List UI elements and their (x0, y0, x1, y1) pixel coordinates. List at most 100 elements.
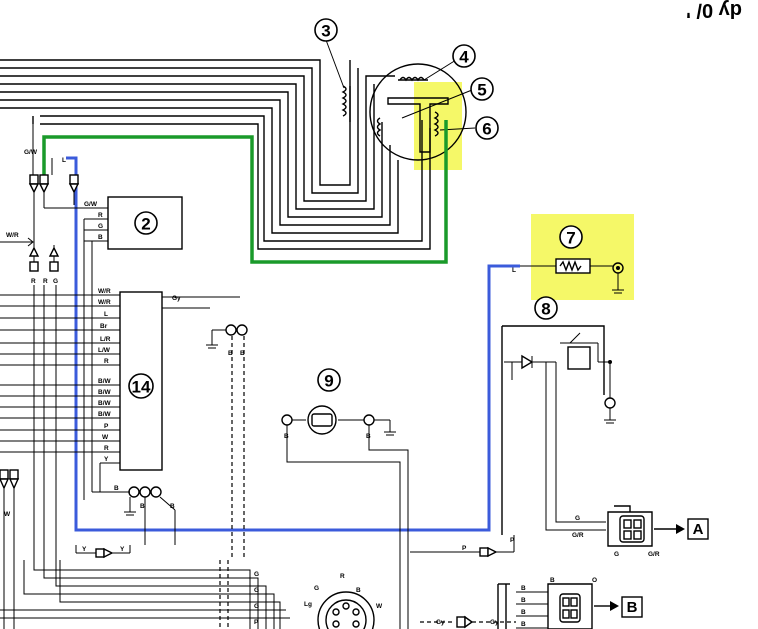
svg-text:5: 5 (477, 81, 486, 100)
round-connector-bottom: G R B Lg W (304, 573, 383, 629)
svg-text:R: R (43, 278, 48, 285)
svg-text:7: 7 (566, 229, 575, 248)
component-8: 8 (501, 296, 616, 535)
svg-text:G: G (98, 223, 103, 230)
component-14-box (119, 291, 163, 471)
svg-text:R: R (104, 445, 109, 452)
svg-text:B: B (521, 585, 526, 592)
svg-text:B: B (114, 485, 119, 492)
svg-text:G: G (53, 278, 58, 285)
highlight-7 (531, 214, 634, 300)
svg-text:B: B (98, 234, 103, 241)
connector-a: G G/R G G/R A (572, 505, 709, 558)
svg-text:B: B (170, 503, 175, 510)
label-l-top: L (62, 157, 66, 164)
leader-3 (325, 39, 345, 89)
svg-text:G: G (254, 603, 259, 610)
component-7: 7 L (512, 225, 624, 294)
svg-text:P: P (462, 545, 467, 552)
green-wire (42, 120, 448, 264)
callout-5: 5 (470, 77, 494, 101)
lower-wire-bundle: G G G P (0, 300, 290, 629)
svg-text:G: G (254, 587, 259, 594)
connector-14-bottom: B B B (92, 463, 176, 545)
svg-text:6: 6 (482, 120, 491, 139)
svg-text:4: 4 (459, 48, 469, 67)
svg-text:B: B (550, 577, 555, 584)
pickup-coil-3 (341, 85, 351, 122)
svg-text:Gy: Gy (436, 619, 445, 626)
svg-text:R: R (104, 358, 109, 365)
blue-wire (66, 156, 520, 532)
header-text: dy 0/ ' (686, 0, 742, 21)
label-wr-left: W/R (6, 232, 19, 239)
label-gy-14: Gy (172, 295, 181, 302)
left-wire-labels: W/R W/R L Br L/R L/W R B/W B/W B/W B/W P… (98, 288, 112, 463)
svg-text:R: R (340, 573, 345, 580)
y-connector: Y Y (75, 545, 131, 559)
svg-text:B: B (240, 350, 245, 357)
top-wire-bundle (0, 59, 431, 250)
left-wire-lines (0, 294, 120, 464)
svg-text:Br: Br (100, 323, 108, 330)
svg-text:14: 14 (132, 378, 151, 397)
connector-left-mid: R R G (28, 245, 60, 300)
svg-text:G/R: G/R (648, 551, 660, 558)
svg-text:W: W (4, 511, 11, 518)
svg-text:W/R: W/R (98, 299, 111, 306)
svg-text:Y: Y (120, 546, 125, 553)
svg-text:3: 3 (321, 22, 330, 41)
leader-4 (423, 59, 457, 81)
component-9: 9 B B (281, 368, 409, 629)
svg-text:O: O (592, 577, 597, 584)
svg-text:L: L (104, 311, 108, 318)
connector-left-lower: W (0, 469, 20, 629)
svg-text:B: B (356, 587, 361, 594)
svg-text:B: B (627, 599, 638, 616)
svg-text:9: 9 (324, 372, 333, 391)
label-gw-top: G/W (24, 149, 38, 156)
svg-text:8: 8 (541, 300, 550, 319)
svg-text:G: G (575, 515, 580, 522)
svg-text:Y: Y (82, 546, 87, 553)
svg-text:B: B (521, 609, 526, 616)
svg-text:Lg: Lg (304, 601, 312, 608)
svg-text:P: P (510, 537, 515, 544)
svg-text:B/W: B/W (98, 400, 112, 407)
svg-text:B/W: B/W (98, 389, 112, 396)
svg-text:L/R: L/R (100, 336, 111, 343)
svg-text:B/W: B/W (98, 378, 112, 385)
svg-text:R: R (98, 212, 103, 219)
svg-text:G: G (314, 585, 319, 592)
svg-text:W/R: W/R (98, 288, 111, 295)
ground-top-connector: B B (206, 324, 248, 560)
p-connector-bottom: P P (410, 535, 515, 558)
svg-text:R: R (31, 278, 36, 285)
callout-14: 14 (128, 373, 154, 399)
callout-6: 6 (475, 116, 499, 140)
leader-5 (401, 89, 473, 119)
svg-text:2: 2 (141, 215, 150, 234)
svg-text:L: L (512, 267, 516, 274)
svg-text:W: W (102, 434, 109, 441)
callout-3: 3 (314, 18, 338, 42)
svg-text:B: B (521, 597, 526, 604)
svg-text:P: P (254, 619, 259, 626)
svg-text:B: B (228, 350, 233, 357)
connector-b: B B B B B O B Gy Gy (420, 577, 643, 629)
svg-text:B/W: B/W (98, 411, 112, 418)
component-2-box (107, 196, 183, 250)
svg-text:G: G (254, 571, 259, 578)
svg-text:G/R: G/R (572, 532, 584, 539)
svg-text:Y: Y (104, 456, 109, 463)
svg-text:A: A (693, 521, 704, 538)
svg-text:W: W (376, 603, 383, 610)
callout-2: 2 (134, 211, 158, 235)
svg-text:L/W: L/W (98, 347, 111, 354)
svg-text:G: G (614, 551, 619, 558)
connector-left-top (28, 174, 80, 250)
box-2-wires: G/W R G B (44, 201, 108, 500)
svg-text:G/W: G/W (84, 201, 98, 208)
svg-text:B: B (140, 503, 145, 510)
